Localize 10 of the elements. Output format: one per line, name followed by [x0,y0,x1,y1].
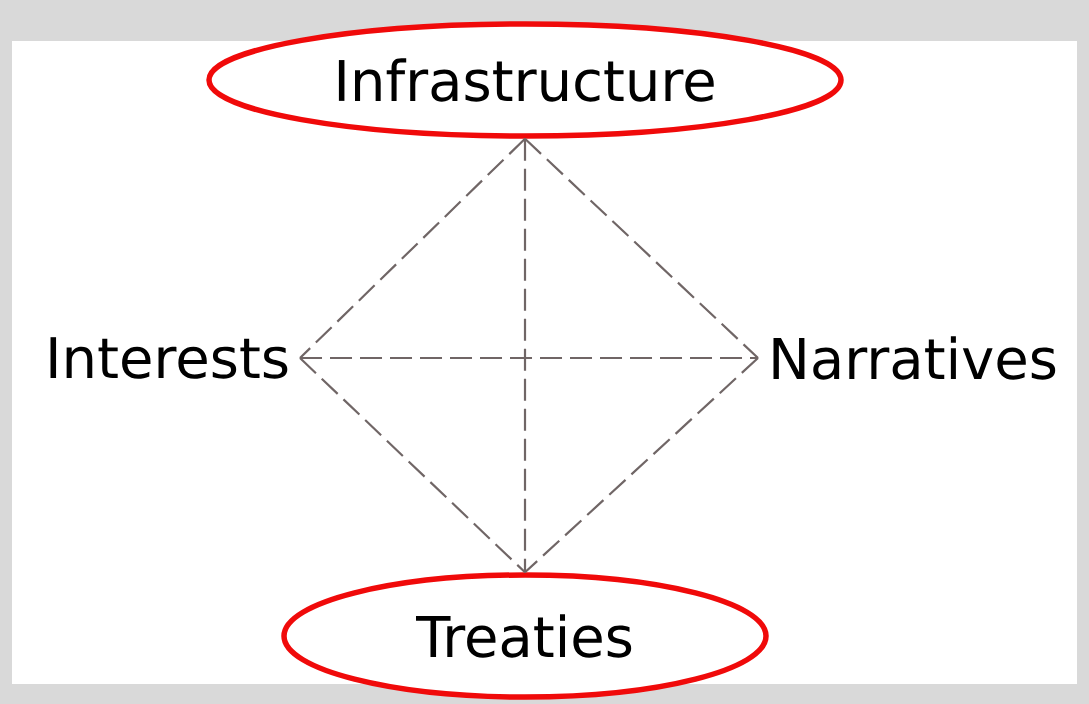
connector-line [524,357,759,574]
node-label: Interests [50,337,288,379]
connector-line [523,138,527,573]
connector-line [299,137,526,359]
node-label: Narratives [773,336,1056,380]
connector-line [299,357,526,574]
connector-line [524,137,759,359]
connector-line [300,356,758,360]
oval-label: Infrastructure [206,21,844,139]
oval-label: Treaties [281,572,769,700]
